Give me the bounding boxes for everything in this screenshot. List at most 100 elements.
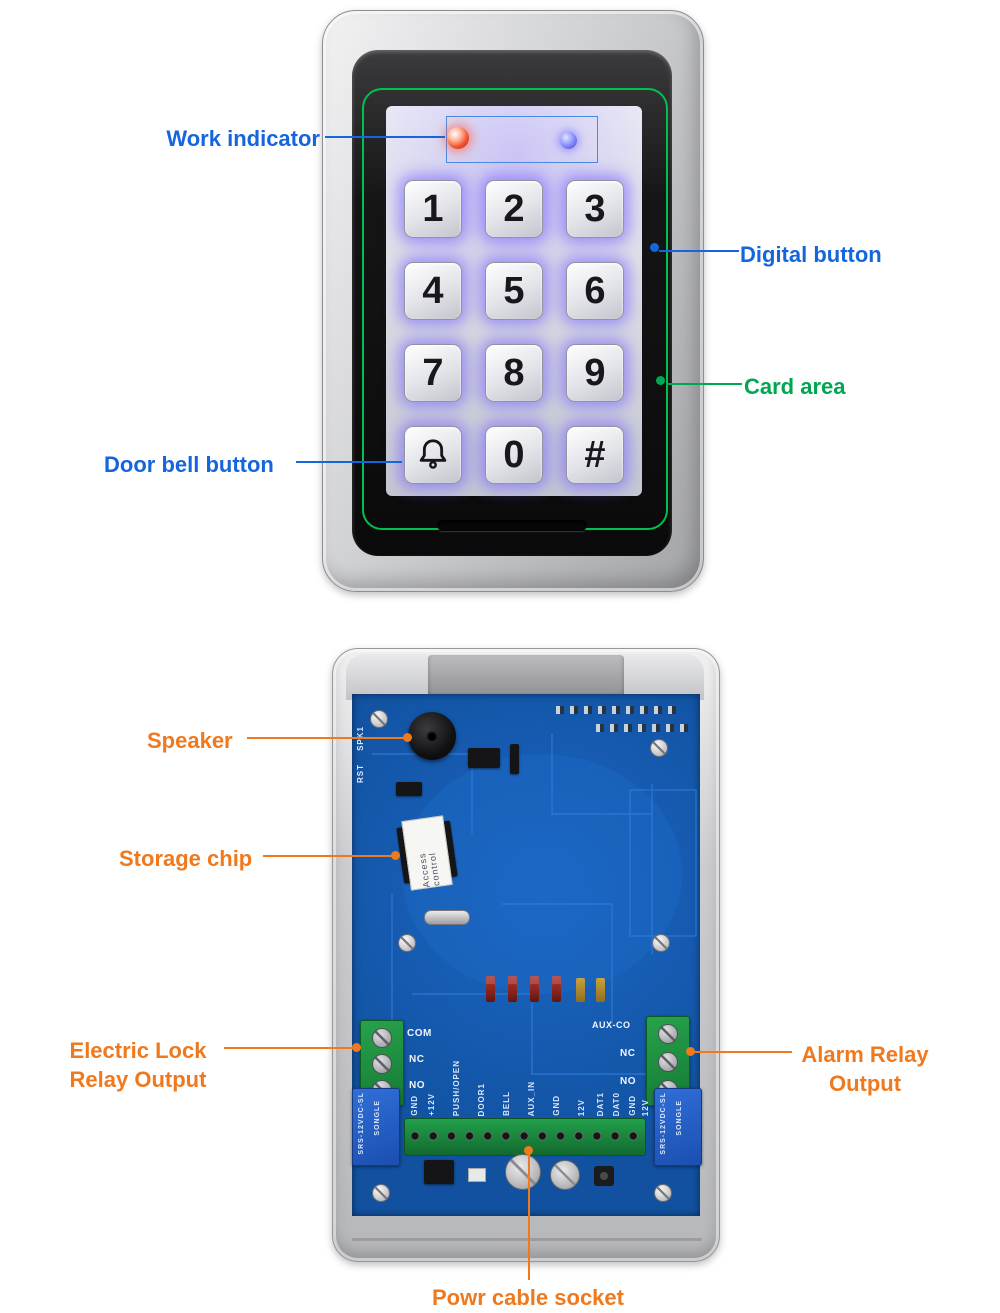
pin-label: 12V (577, 1098, 586, 1116)
pin-label: 12V (641, 1098, 650, 1116)
relay-left-model: SRS-12VDC-SL (358, 1092, 365, 1155)
electric-lock-line (224, 1047, 354, 1049)
card-area-label: Card area (744, 374, 846, 399)
storage-chip-line (263, 855, 395, 857)
capacitor (505, 1154, 541, 1190)
bell-icon (419, 439, 447, 469)
electric-lock-label: Electric Lock Relay Output (58, 1036, 218, 1094)
pin-label: PUSH/OPEN (452, 1059, 461, 1116)
case-ridge (352, 1238, 702, 1241)
terminal-screw (658, 1052, 678, 1072)
storage-chip-sticker-text: Access control (416, 851, 442, 889)
terminal-screw (658, 1024, 678, 1044)
work-indicator-box (446, 116, 598, 163)
transistor (424, 1160, 454, 1184)
alarm-relay-label-line2: Output (828, 1071, 902, 1096)
label-aux-co: AUX-CO (592, 1020, 631, 1030)
storage-chip-dot (391, 851, 400, 860)
diode (486, 976, 495, 1002)
diode (530, 976, 539, 1002)
metal-bracket (428, 655, 624, 699)
pin-label: DOOR1 (477, 1082, 486, 1116)
card-area-dot (656, 376, 665, 385)
electric-lock-dot (352, 1043, 361, 1052)
speaker-line (247, 737, 407, 739)
buzzer-hole (427, 731, 437, 741)
key-6: 6 (566, 262, 624, 320)
screw (372, 1184, 390, 1202)
smd-components (596, 724, 692, 732)
key-hash: # (566, 426, 624, 484)
power-socket-label: Powr cable socket (432, 1285, 624, 1310)
digital-button-line (659, 250, 739, 252)
key-1: 1 (404, 180, 462, 238)
screw (370, 710, 388, 728)
power-socket-screws (406, 1120, 642, 1152)
alarm-relay-label-line1: Alarm Relay (801, 1042, 929, 1067)
relay-right (654, 1088, 702, 1166)
relay-right-brand: SONGLE (676, 1100, 683, 1136)
resistor (596, 978, 605, 1002)
card-area-line (666, 383, 742, 385)
resistor (576, 978, 585, 1002)
speaker-label: Speaker (147, 728, 233, 753)
key-5: 5 (485, 262, 543, 320)
pin-label: GND (628, 1095, 637, 1116)
pin-label: GND (552, 1095, 561, 1116)
label-no: NO (409, 1080, 425, 1091)
diode (508, 976, 517, 1002)
key-0: 0 (485, 426, 543, 484)
alarm-relay-dot (686, 1047, 695, 1056)
blue-led (560, 132, 577, 149)
relay-right-model: SRS-12VDC-SL (660, 1092, 667, 1155)
alarm-relay-line (694, 1051, 792, 1053)
bottom-slot (437, 520, 587, 531)
pcb-traces (372, 734, 697, 1075)
ic-chip (468, 748, 500, 768)
screw (398, 934, 416, 952)
label-nc: NC (409, 1054, 425, 1065)
key-2: 2 (485, 180, 543, 238)
silk-rst: RST (356, 764, 365, 783)
relay-left (352, 1088, 400, 1166)
ic-chip (396, 782, 422, 796)
digital-button-label: Digital button (740, 242, 882, 267)
key-4: 4 (404, 262, 462, 320)
work-indicator-line (325, 136, 445, 138)
pin-label: BELL (502, 1091, 511, 1116)
electric-lock-label-line1: Electric Lock (69, 1038, 207, 1063)
pin-label: GND (410, 1095, 419, 1116)
terminal-screw (372, 1028, 392, 1048)
red-led (447, 127, 469, 149)
label-no-right: NO (620, 1076, 636, 1087)
alarm-relay-label: Alarm Relay Output (795, 1040, 935, 1098)
relay-left-brand: SONGLE (374, 1100, 381, 1136)
pin-label: +12V (427, 1093, 436, 1116)
work-indicator-label: Work indicator (166, 126, 320, 151)
pin-label: DAT0 (612, 1091, 621, 1116)
crystal-oscillator (424, 910, 470, 925)
power-socket-line (528, 1154, 530, 1280)
label-com: COM (407, 1028, 432, 1039)
pin-label: DAT1 (596, 1091, 605, 1116)
tact-button-top (600, 1172, 608, 1180)
key-7: 7 (404, 344, 462, 402)
connector (510, 744, 519, 774)
door-bell-line (296, 461, 402, 463)
smd-components (556, 706, 676, 714)
screw (652, 934, 670, 952)
door-bell-label: Door bell button (104, 452, 274, 477)
speaker-dot (403, 733, 412, 742)
keypad-keys: 1 2 3 4 5 6 7 8 9 0 # (404, 180, 624, 484)
key-8: 8 (485, 344, 543, 402)
key-bell (404, 426, 462, 484)
key-9: 9 (566, 344, 624, 402)
electric-lock-label-line2: Relay Output (69, 1067, 207, 1092)
pin-label: AUX_IN (527, 1080, 536, 1116)
digital-button-dot (650, 243, 659, 252)
screw (650, 739, 668, 757)
key-3: 3 (566, 180, 624, 238)
small-label (468, 1168, 486, 1182)
power-socket-dot (524, 1146, 533, 1155)
